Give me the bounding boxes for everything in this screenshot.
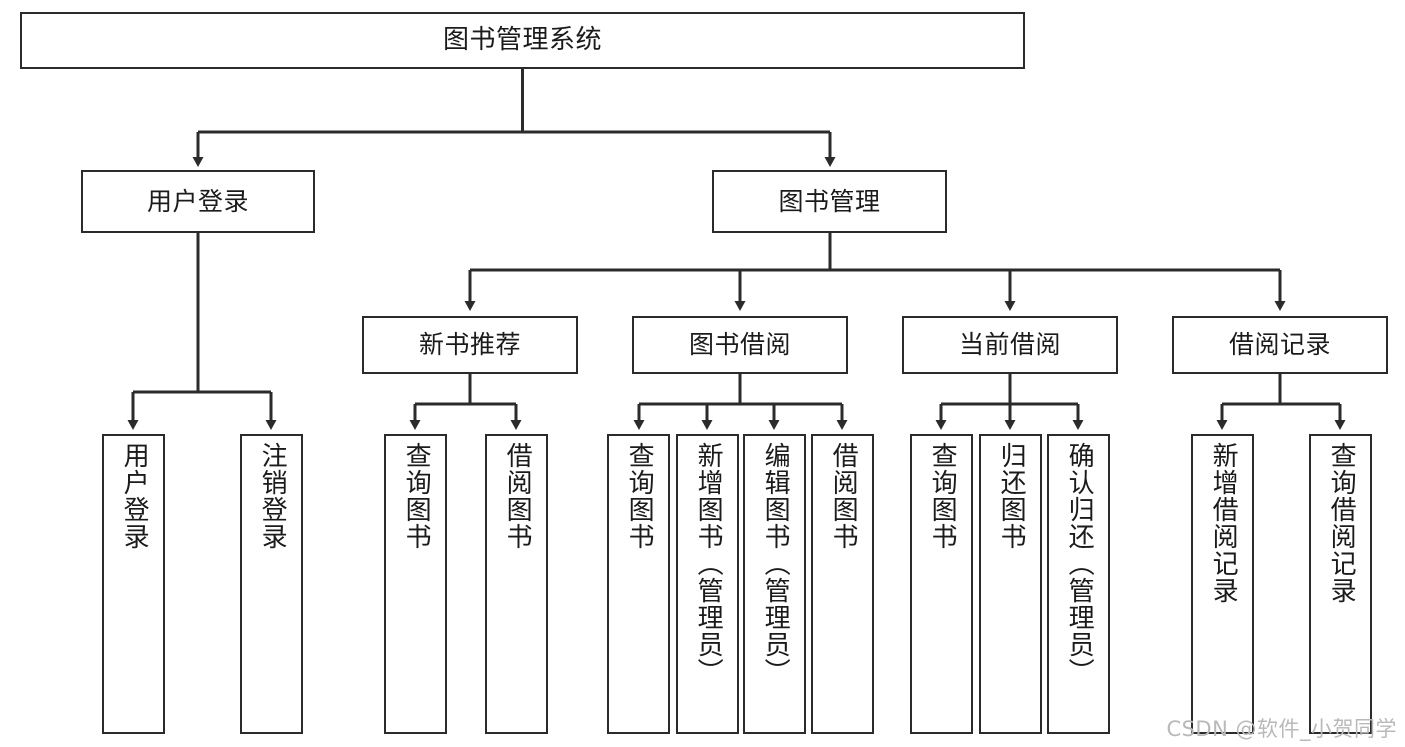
- leaf-borrow-book[interactable]: 借阅图书: [811, 434, 874, 734]
- node-label: 借阅图书: [502, 442, 533, 550]
- node-label: 新增图书（管理员）: [693, 442, 724, 685]
- node-label: 查询图书: [624, 442, 655, 550]
- leaf-logout[interactable]: 注销登录: [240, 434, 303, 734]
- leaf-add-borrow-record[interactable]: 新增借阅记录: [1191, 434, 1254, 734]
- node-label: 确认归还（管理员）: [1064, 442, 1095, 685]
- leaf-query-book-current[interactable]: 查询图书: [910, 434, 973, 734]
- node-label: 用户登录: [146, 186, 249, 216]
- node-new-book-recommend[interactable]: 新书推荐: [362, 316, 578, 374]
- node-label: 查询图书: [927, 442, 958, 550]
- leaf-user-login[interactable]: 用户登录: [102, 434, 165, 734]
- node-label: 当前借阅: [958, 330, 1061, 359]
- leaf-query-book-borrow[interactable]: 查询图书: [607, 434, 670, 734]
- node-label: 用户登录: [119, 442, 150, 550]
- node-book-management[interactable]: 图书管理: [712, 170, 947, 233]
- node-label: 新增借阅记录: [1208, 442, 1239, 604]
- node-book-borrow[interactable]: 图书借阅: [632, 316, 848, 374]
- node-current-borrow[interactable]: 当前借阅: [902, 316, 1118, 374]
- leaf-return-book[interactable]: 归还图书: [979, 434, 1042, 734]
- node-root-system[interactable]: 图书管理系统: [20, 12, 1025, 69]
- node-label: 查询图书: [401, 442, 432, 550]
- node-label: 归还图书: [996, 442, 1027, 550]
- csdn-watermark: CSDN @软件_小贺同学: [1166, 717, 1397, 741]
- node-label: 图书借阅: [688, 330, 791, 359]
- node-label: 新书推荐: [418, 330, 521, 359]
- node-label: 图书管理系统: [442, 24, 602, 55]
- node-label: 注销登录: [257, 442, 288, 550]
- node-label: 借阅记录: [1228, 330, 1331, 359]
- leaf-confirm-return-admin[interactable]: 确认归还（管理员）: [1047, 434, 1110, 734]
- leaf-query-borrow-record[interactable]: 查询借阅记录: [1309, 434, 1372, 734]
- leaf-query-book-recommend[interactable]: 查询图书: [384, 434, 447, 734]
- node-label: 查询借阅记录: [1326, 442, 1357, 604]
- node-label: 借阅图书: [828, 442, 859, 550]
- node-borrow-records[interactable]: 借阅记录: [1172, 316, 1388, 374]
- node-label: 图书管理: [778, 186, 881, 216]
- leaf-borrow-book-recommend[interactable]: 借阅图书: [485, 434, 548, 734]
- leaf-edit-book-admin[interactable]: 编辑图书（管理员）: [743, 434, 806, 734]
- node-label: 编辑图书（管理员）: [760, 442, 791, 685]
- node-user-login[interactable]: 用户登录: [81, 170, 315, 233]
- leaf-add-book-admin[interactable]: 新增图书（管理员）: [676, 434, 739, 734]
